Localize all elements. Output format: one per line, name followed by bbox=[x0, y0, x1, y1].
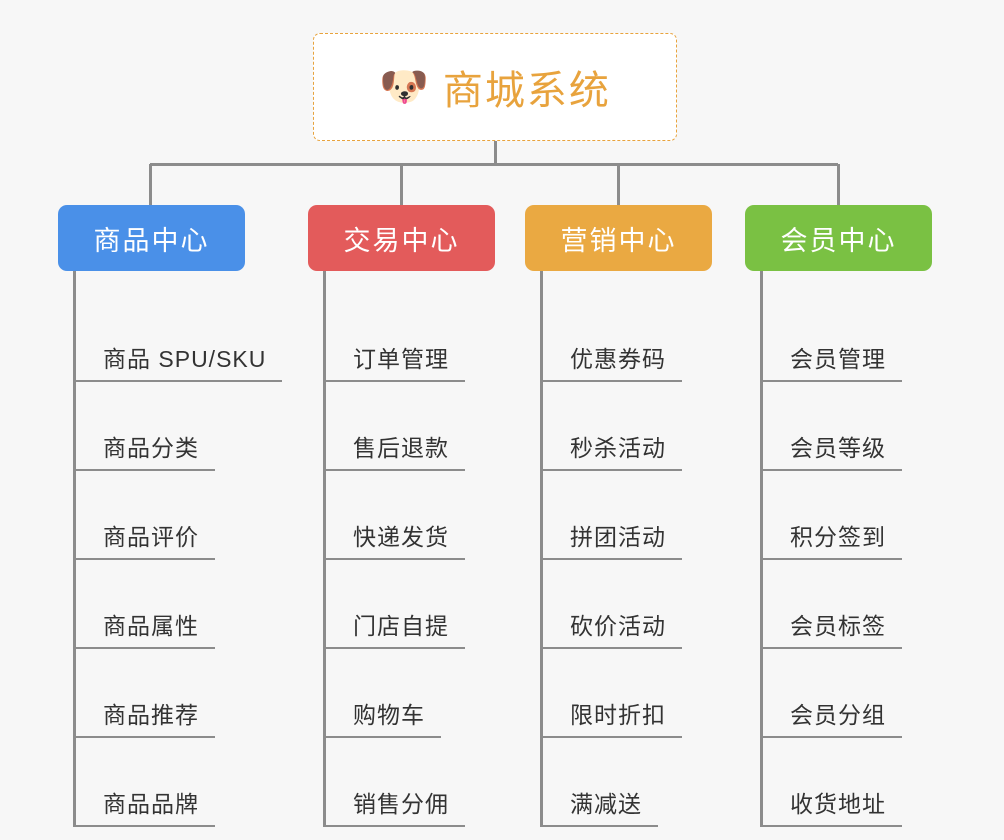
branch-member-center: 会员中心 会员管理 会员等级 积分签到 会员标签 会员分组 收货地址 bbox=[745, 205, 932, 827]
list-item[interactable]: 商品属性 bbox=[58, 560, 245, 649]
shiba-dog-face-icon: 🐶 bbox=[379, 65, 429, 109]
leaf-label: 拼团活动 bbox=[570, 524, 666, 550]
root-node[interactable]: 🐶 商城系统 bbox=[313, 33, 677, 141]
leaf-label: 门店自提 bbox=[353, 613, 449, 639]
list-item[interactable]: 秒杀活动 bbox=[525, 382, 712, 471]
category-header-trade-center[interactable]: 交易中心 bbox=[308, 205, 495, 271]
list-item[interactable]: 收货地址 bbox=[745, 738, 932, 827]
leaf-label: 商品 SPU/SKU bbox=[103, 346, 267, 372]
list-item[interactable]: 积分签到 bbox=[745, 471, 932, 560]
list-item[interactable]: 会员分组 bbox=[745, 649, 932, 738]
branch-product-center: 商品中心 商品 SPU/SKU 商品分类 商品评价 商品属性 商品推荐 商品品牌 bbox=[58, 205, 283, 827]
leaf-label: 商品品牌 bbox=[103, 791, 199, 817]
leaf-label: 砍价活动 bbox=[570, 613, 666, 639]
list-item[interactable]: 优惠券码 bbox=[525, 293, 712, 382]
category-label: 会员中心 bbox=[780, 225, 897, 256]
leaf-list-member-center: 会员管理 会员等级 积分签到 会员标签 会员分组 收货地址 bbox=[745, 271, 932, 827]
list-item[interactable]: 商品分类 bbox=[58, 382, 245, 471]
leaf-label: 收货地址 bbox=[790, 791, 886, 817]
branch-marketing-center: 营销中心 优惠券码 秒杀活动 拼团活动 砍价活动 限时折扣 满减送 bbox=[525, 205, 712, 827]
list-item[interactable]: 限时折扣 bbox=[525, 649, 712, 738]
list-item[interactable]: 满减送 bbox=[525, 738, 712, 827]
leaf-label: 订单管理 bbox=[353, 346, 449, 372]
list-item[interactable]: 商品 SPU/SKU bbox=[58, 293, 283, 382]
leaf-label: 销售分佣 bbox=[353, 791, 449, 817]
list-item[interactable]: 订单管理 bbox=[308, 293, 495, 382]
branch-trunk-line bbox=[540, 271, 543, 827]
leaf-label: 会员分组 bbox=[790, 702, 886, 728]
leaf-list-trade-center: 订单管理 售后退款 快递发货 门店自提 购物车 销售分佣 bbox=[308, 271, 495, 827]
leaf-label: 购物车 bbox=[353, 702, 425, 728]
list-item[interactable]: 售后退款 bbox=[308, 382, 495, 471]
leaf-label: 积分签到 bbox=[790, 524, 886, 550]
branch-trunk-line bbox=[323, 271, 326, 827]
category-label: 营销中心 bbox=[560, 225, 677, 256]
leaf-list-product-center: 商品 SPU/SKU 商品分类 商品评价 商品属性 商品推荐 商品品牌 bbox=[58, 271, 283, 827]
root-node-label: 商城系统 bbox=[442, 69, 611, 113]
list-item[interactable]: 会员标签 bbox=[745, 560, 932, 649]
list-item[interactable]: 销售分佣 bbox=[308, 738, 495, 827]
leaf-label: 商品分类 bbox=[103, 435, 199, 461]
leaf-label: 满减送 bbox=[570, 791, 642, 817]
leaf-label: 会员标签 bbox=[790, 613, 886, 639]
leaf-label: 商品推荐 bbox=[103, 702, 199, 728]
list-item[interactable]: 拼团活动 bbox=[525, 471, 712, 560]
leaf-label: 商品属性 bbox=[103, 613, 199, 639]
branch-trunk-line bbox=[73, 271, 76, 827]
list-item[interactable]: 商品推荐 bbox=[58, 649, 245, 738]
leaf-label: 限时折扣 bbox=[570, 702, 666, 728]
leaf-list-marketing-center: 优惠券码 秒杀活动 拼团活动 砍价活动 限时折扣 满减送 bbox=[525, 271, 712, 827]
leaf-label: 秒杀活动 bbox=[570, 435, 666, 461]
list-item[interactable]: 门店自提 bbox=[308, 560, 495, 649]
leaf-label: 售后退款 bbox=[353, 435, 449, 461]
leaf-label: 商品评价 bbox=[103, 524, 199, 550]
list-item[interactable]: 会员等级 bbox=[745, 382, 932, 471]
category-header-marketing-center[interactable]: 营销中心 bbox=[525, 205, 712, 271]
branch-trunk-line bbox=[760, 271, 763, 827]
leaf-label: 会员等级 bbox=[790, 435, 886, 461]
category-label: 交易中心 bbox=[343, 225, 460, 256]
list-item[interactable]: 购物车 bbox=[308, 649, 495, 738]
branch-trade-center: 交易中心 订单管理 售后退款 快递发货 门店自提 购物车 销售分佣 bbox=[308, 205, 495, 827]
leaf-label: 快递发货 bbox=[353, 524, 449, 550]
list-item[interactable]: 快递发货 bbox=[308, 471, 495, 560]
list-item[interactable]: 商品评价 bbox=[58, 471, 245, 560]
list-item[interactable]: 商品品牌 bbox=[58, 738, 245, 827]
category-label: 商品中心 bbox=[93, 225, 210, 256]
leaf-label: 会员管理 bbox=[790, 346, 886, 372]
leaf-label: 优惠券码 bbox=[570, 346, 666, 372]
list-item[interactable]: 会员管理 bbox=[745, 293, 932, 382]
list-item[interactable]: 砍价活动 bbox=[525, 560, 712, 649]
category-header-product-center[interactable]: 商品中心 bbox=[58, 205, 245, 271]
category-header-member-center[interactable]: 会员中心 bbox=[745, 205, 932, 271]
